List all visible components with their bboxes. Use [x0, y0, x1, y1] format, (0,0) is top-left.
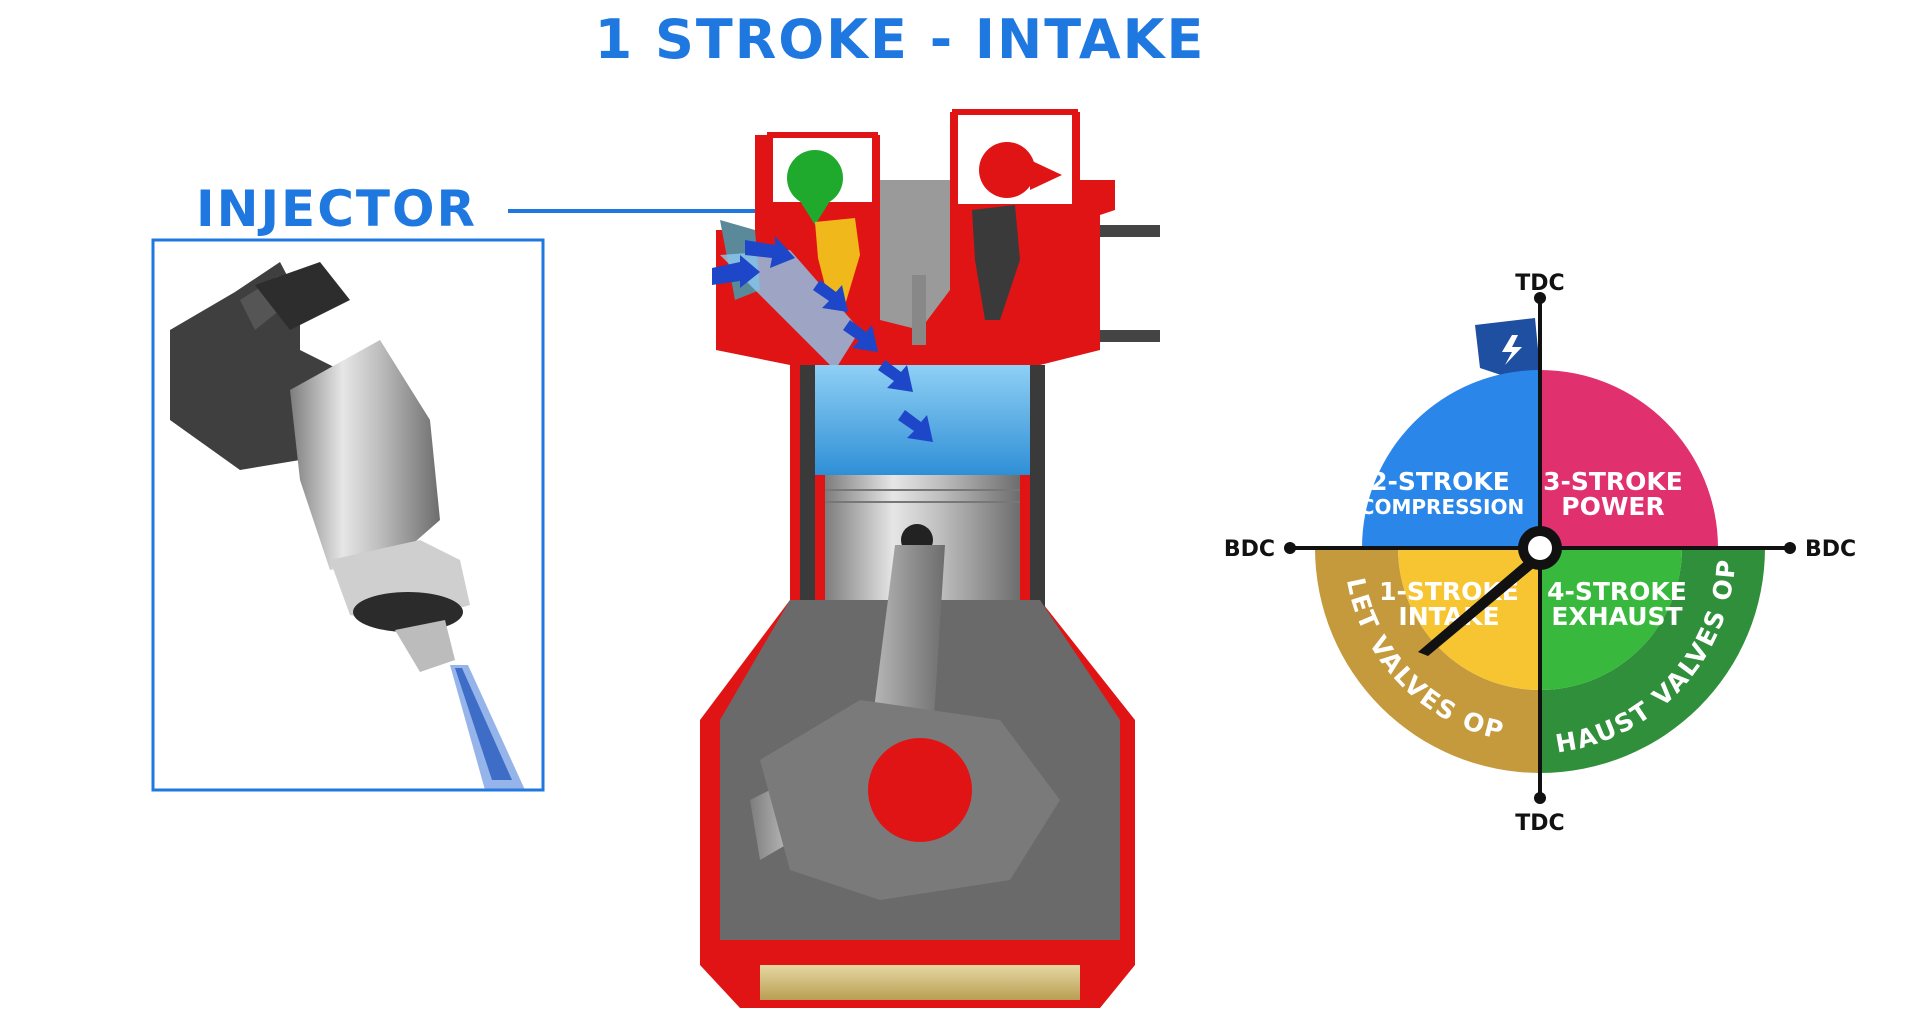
crankshaft-icon	[868, 738, 972, 842]
quadrant-exhaust-line2: EXHAUST	[1551, 602, 1682, 631]
axis-label-left: BDC	[1224, 537, 1275, 562]
quadrant-compression	[1362, 370, 1540, 548]
axis-label-bottom: TDC	[1515, 811, 1564, 836]
quadrant-compression-line1: 2-STROKE	[1370, 467, 1510, 496]
axis-label-right: BDC	[1805, 537, 1856, 562]
quadrant-power	[1540, 370, 1718, 548]
cycle-hub	[1528, 536, 1552, 560]
quadrant-power-line2: POWER	[1561, 492, 1664, 521]
engine-cross-section	[700, 112, 1160, 1008]
axis-label-top: TDC	[1515, 271, 1564, 296]
cylinder-chamber	[815, 365, 1030, 475]
spark-plug-icon	[912, 275, 926, 345]
exhaust-valve-icon	[979, 142, 1035, 198]
quadrant-compression-line2: COMPRESSION	[1360, 495, 1524, 519]
oil-sump	[760, 965, 1080, 1000]
